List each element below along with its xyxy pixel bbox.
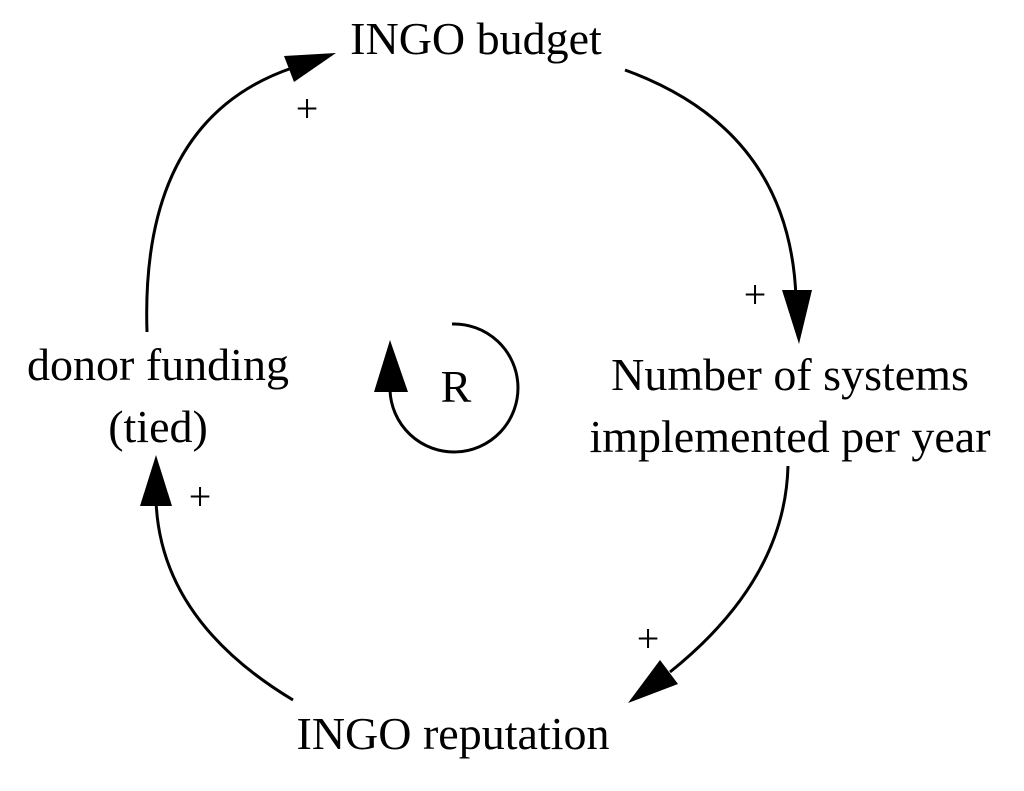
link-arc: [624, 68, 798, 299]
arrowhead: [140, 455, 172, 506]
node-systems-line-2: implemented per year: [589, 411, 990, 462]
link-arc: [145, 66, 293, 333]
node-ingo-budget: INGO budget: [350, 13, 602, 64]
link-systems-to-reputation: [628, 465, 790, 703]
node-systems-line-1: Number of systems: [611, 349, 969, 400]
polarity-funding-to-budget: +: [296, 86, 319, 131]
node-donor-funding-line-2: (tied): [108, 401, 208, 452]
loop-label-r: R: [441, 361, 472, 412]
link-arc: [669, 465, 790, 674]
link-budget-to-systems: [624, 68, 812, 344]
arrowhead: [782, 290, 812, 344]
polarity-systems-to-reputation: +: [637, 616, 660, 661]
link-reputation-to-funding: [140, 455, 294, 702]
loop-indicator: [374, 322, 520, 454]
link-arc: [154, 499, 294, 702]
polarity-reputation-to-funding: +: [189, 474, 212, 519]
arrowhead: [284, 53, 336, 82]
loop-arc: [388, 322, 520, 454]
loop-arrowhead: [374, 340, 408, 392]
node-donor-funding-line-1: donor funding: [27, 339, 289, 390]
node-ingo-reputation: INGO reputation: [297, 708, 610, 759]
link-funding-to-budget: [145, 53, 336, 333]
polarity-budget-to-systems: +: [744, 272, 767, 317]
arrowhead: [628, 660, 678, 703]
